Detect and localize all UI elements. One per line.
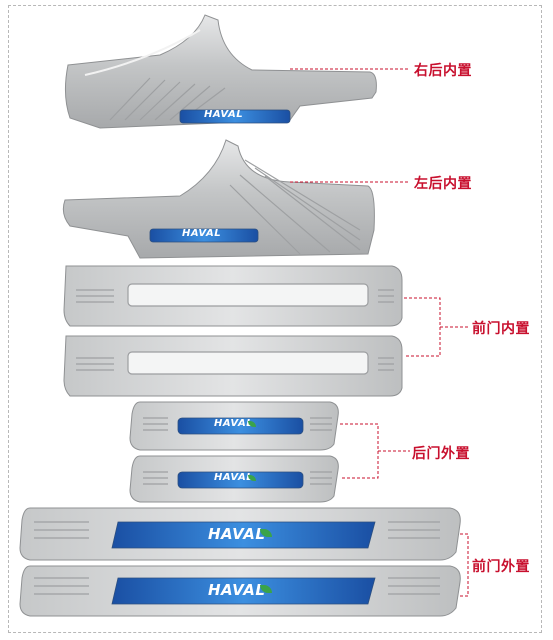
badge-text: HAVAL [208, 525, 266, 543]
front-door-outer-sill-upper [19, 507, 461, 561]
leaf-icon [248, 421, 256, 427]
label-left-rear-inner: 左后内置 [414, 176, 472, 192]
right-rear-inner-sill [64, 14, 377, 129]
rear-door-outer-sill-lower [129, 455, 339, 503]
badge-text: HAVAL [208, 581, 266, 599]
product-frame [8, 5, 542, 633]
rear-door-outer-sill-upper [129, 401, 339, 451]
leaf-icon [260, 585, 272, 593]
label-front-door-inner: 前门内置 [472, 321, 530, 337]
badge-text: HAVAL [214, 418, 254, 429]
front-door-inner-sill-lower [63, 335, 403, 397]
badge-text: HAVAL [214, 472, 254, 483]
label-right-rear-inner: 右后内置 [414, 63, 472, 79]
label-front-door-outer: 前门外置 [472, 559, 530, 575]
label-rear-door-outer: 后门外置 [412, 446, 470, 462]
leaf-icon [248, 475, 256, 481]
badge-text: HAVAL [182, 228, 222, 239]
left-rear-inner-sill [62, 139, 375, 259]
front-door-outer-sill-lower [19, 565, 461, 617]
leaf-icon [260, 529, 272, 537]
badge-text: HAVAL [204, 109, 244, 120]
front-door-inner-sill-upper [63, 265, 403, 327]
